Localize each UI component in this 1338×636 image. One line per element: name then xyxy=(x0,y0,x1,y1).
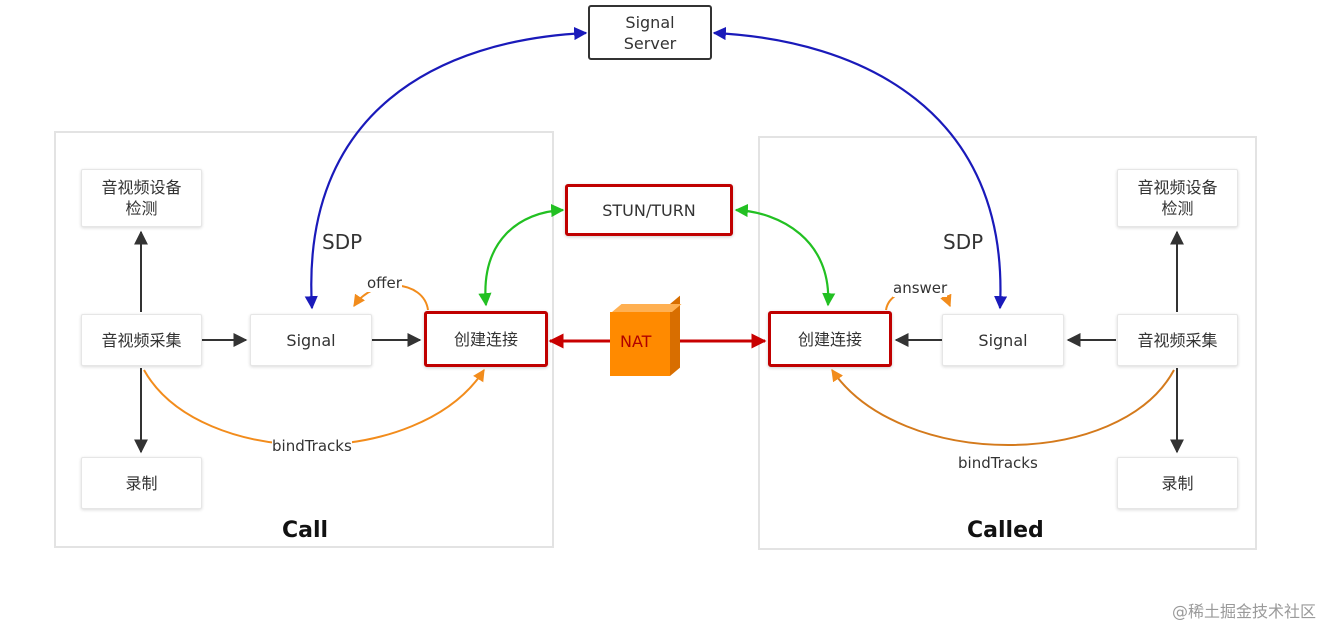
call-device-check-box: 音视频设备 检测 xyxy=(81,169,202,227)
stun-arrow-called xyxy=(734,203,836,307)
bind-tracks-arrow-call xyxy=(143,368,485,446)
answer-label: answer xyxy=(893,279,948,297)
call-bind-tracks-label: bindTracks xyxy=(272,437,352,455)
call-title: Call xyxy=(282,518,329,543)
sdp-arrow-called xyxy=(712,26,1008,310)
call-connect-box: 创建连接 xyxy=(424,311,548,367)
called-signal-box: Signal xyxy=(942,314,1064,366)
bind-tracks-arrow-called xyxy=(831,369,1175,446)
stun-arrow-call xyxy=(478,203,565,307)
called-connect-box: 创建连接 xyxy=(768,311,892,367)
signal-server-box: Signal Server xyxy=(588,5,712,60)
call-sdp-label: SDP xyxy=(322,230,363,254)
called-device-check-box: 音视频设备 检测 xyxy=(1117,169,1238,227)
nat-label: NAT xyxy=(620,332,652,351)
called-record-box: 录制 xyxy=(1117,457,1238,509)
called-bind-tracks-label: bindTracks xyxy=(958,454,1038,472)
stun-turn-box: STUN/TURN xyxy=(565,184,733,236)
called-capture-box: 音视频采集 xyxy=(1117,314,1238,366)
watermark: @稀土掘金技术社区 xyxy=(1171,602,1316,621)
called-title: Called xyxy=(967,518,1044,543)
called-sdp-label: SDP xyxy=(943,230,984,254)
call-record-box: 录制 xyxy=(81,457,202,509)
sdp-arrow-call xyxy=(304,26,588,310)
call-capture-box: 音视频采集 xyxy=(81,314,202,366)
nat-box: NAT xyxy=(610,295,682,378)
offer-label: offer xyxy=(367,274,402,292)
call-signal-box: Signal xyxy=(250,314,372,366)
